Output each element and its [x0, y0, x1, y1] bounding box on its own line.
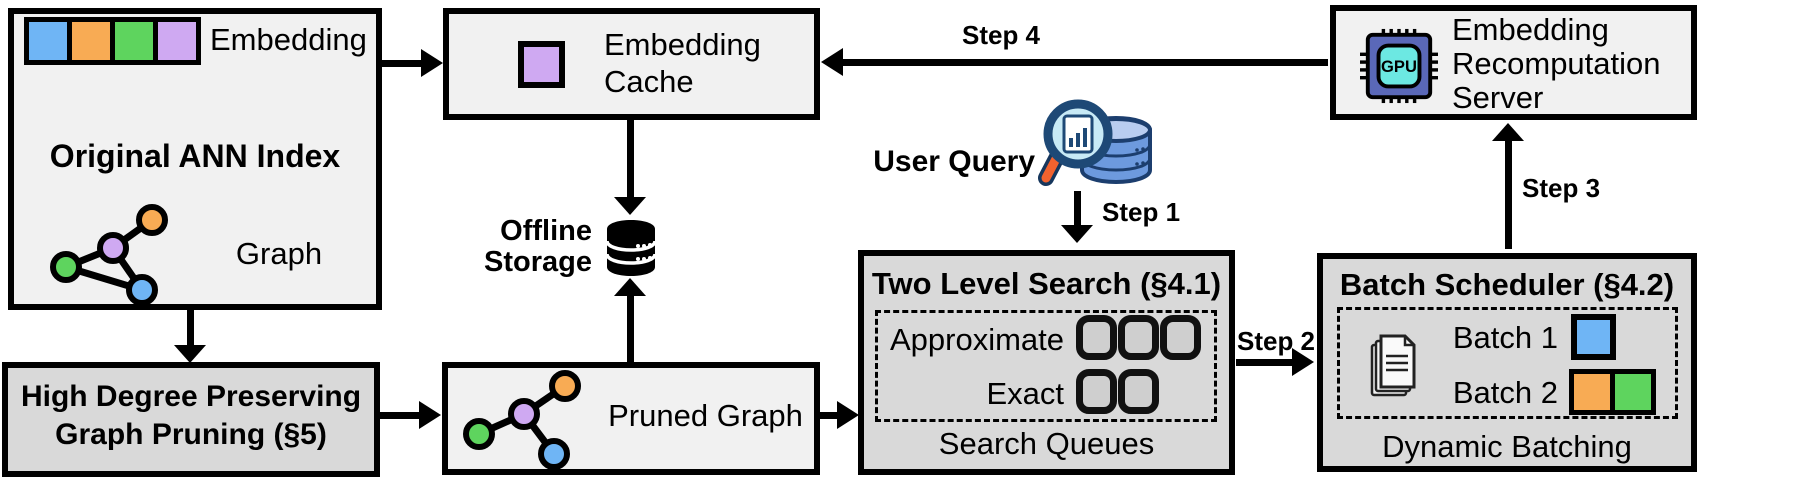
documents-icon — [1370, 334, 1416, 397]
gpu-text: GPU — [1381, 57, 1417, 76]
cached-embedding-square — [518, 41, 565, 88]
queue-slot — [1076, 369, 1117, 414]
original-ann-index-box: Embedding Original ANN Index Graph — [8, 8, 382, 310]
offline-storage-label: Offline Storage — [484, 215, 592, 278]
step1-label: Step 1 — [1102, 197, 1181, 227]
recomputation-server-box: GPU Embedding Recomputation Server — [1330, 5, 1697, 120]
server-line2: Recomputation — [1452, 46, 1661, 81]
server-line1: Embedding — [1452, 12, 1609, 47]
queue-slot — [1076, 315, 1117, 360]
search-queues-caption: Search Queues — [938, 426, 1155, 461]
embedding-vector-strip — [24, 17, 201, 65]
gpu-chip-icon: GPU — [1360, 28, 1438, 104]
batch1-square — [1571, 314, 1616, 360]
batch2-label: Batch 2 — [1452, 375, 1558, 410]
embedding-cache-line2: Cache — [604, 64, 694, 99]
embedding-cell-orange — [72, 22, 110, 60]
pruned-node-graph-icon — [463, 370, 581, 470]
graph-pruning-line2: Graph Pruning (§5) — [55, 418, 327, 451]
two-level-search-title: Two Level Search (§4.1) — [871, 266, 1222, 301]
approximate-queue-slots — [1076, 315, 1201, 360]
database-icon — [605, 220, 657, 276]
approximate-label: Approximate — [889, 322, 1064, 357]
pruned-graph-box: Pruned Graph — [442, 362, 820, 475]
step4-label: Step 4 — [961, 20, 1041, 50]
server-line3: Server — [1452, 80, 1544, 115]
embedding-cell-blue — [29, 22, 67, 60]
embedding-label: Embedding — [210, 22, 367, 57]
embedding-cell-purple — [158, 22, 196, 60]
embedding-cache-box: Embedding Cache — [443, 8, 820, 120]
graph-label: Graph — [235, 236, 323, 271]
batch-scheduler-box: Batch Scheduler (§4.2) Batch 1 Batch 2 D… — [1317, 253, 1697, 472]
original-ann-index-title: Original ANN Index — [49, 138, 341, 174]
step3-label: Step 3 — [1522, 173, 1601, 203]
batch2-cell-green — [1615, 374, 1651, 410]
queue-slot — [1118, 369, 1159, 414]
search-queues-panel — [875, 310, 1217, 422]
magnifier-database-icon — [1038, 99, 1152, 186]
exact-label: Exact — [986, 376, 1064, 411]
embedding-cache-line1: Embedding — [604, 27, 761, 62]
graph-pruning-box: High Degree Preserving Graph Pruning (§5… — [2, 362, 380, 477]
two-level-search-box: Two Level Search (§4.1) Approximate Exac… — [858, 250, 1235, 475]
exact-queue-slots — [1076, 369, 1159, 414]
batch2-cell-orange — [1574, 374, 1610, 410]
dynamic-batching-panel — [1337, 307, 1678, 419]
batch1-label: Batch 1 — [1452, 320, 1558, 355]
queue-slot — [1160, 315, 1201, 360]
user-query-label: User Query — [873, 145, 1035, 178]
pruned-graph-label: Pruned Graph — [608, 398, 803, 433]
batch-scheduler-title: Batch Scheduler (§4.2) — [1339, 267, 1675, 302]
node-graph-icon — [50, 204, 168, 306]
step2-label: Step 2 — [1236, 326, 1316, 356]
embedding-cell-green — [115, 22, 153, 60]
graph-pruning-line1: High Degree Preserving — [20, 380, 362, 413]
batch2-squares — [1569, 369, 1656, 415]
dynamic-batching-caption: Dynamic Batching — [1382, 429, 1632, 464]
queue-slot — [1118, 315, 1159, 360]
